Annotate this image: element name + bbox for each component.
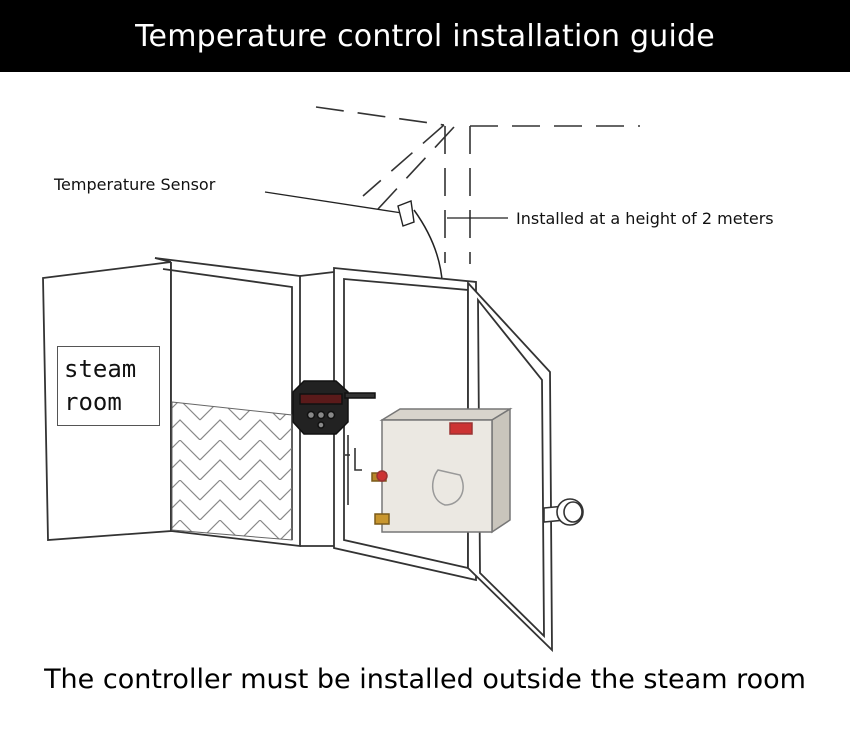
tile-wall xyxy=(171,401,293,541)
control-panel xyxy=(292,380,376,435)
header-bar: Temperature control installation guide xyxy=(0,0,850,72)
wall-column xyxy=(299,271,335,547)
steam-room-sign-line2: room xyxy=(64,388,122,416)
right-door-panel xyxy=(467,280,553,653)
steam-generator xyxy=(371,407,513,534)
wall-pipes xyxy=(345,435,362,505)
installation-height-label: Installed at a height of 2 meters xyxy=(516,209,774,228)
temperature-sensor-label: Temperature Sensor xyxy=(54,175,216,194)
sensor-leader-line xyxy=(264,191,508,219)
steam-room-sign-line1: steam xyxy=(64,355,137,383)
door-knob xyxy=(543,498,584,526)
temperature-sensor-probe xyxy=(397,200,415,227)
page-title: Temperature control installation guide xyxy=(135,18,715,54)
steam-room-sign: steam room xyxy=(57,346,160,426)
installation-note: The controller must be installed outside… xyxy=(44,664,806,695)
ceiling-dashed-lines xyxy=(315,106,640,264)
